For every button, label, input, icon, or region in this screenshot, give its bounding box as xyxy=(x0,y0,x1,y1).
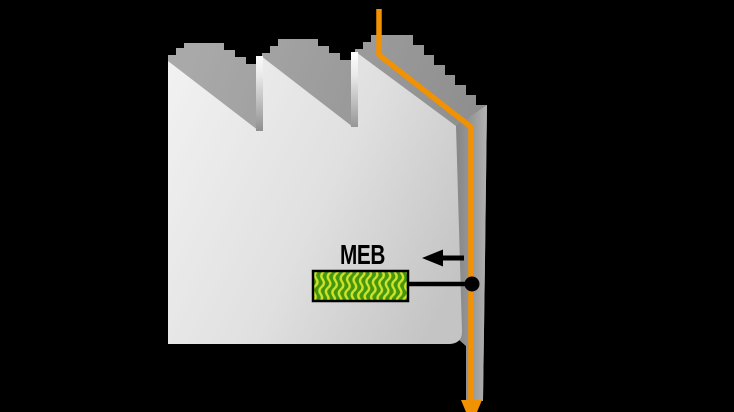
connection-point-dot xyxy=(464,276,480,292)
conductor-arrow-down-icon xyxy=(461,400,482,412)
wall-edge-highlight-2 xyxy=(351,52,358,127)
meb-hatch-swatch xyxy=(311,269,410,303)
meb-label: MEB xyxy=(340,239,385,270)
wall-edge-highlight-1 xyxy=(256,56,263,131)
left-arrow-icon xyxy=(422,249,464,267)
conductor-line xyxy=(376,9,474,401)
